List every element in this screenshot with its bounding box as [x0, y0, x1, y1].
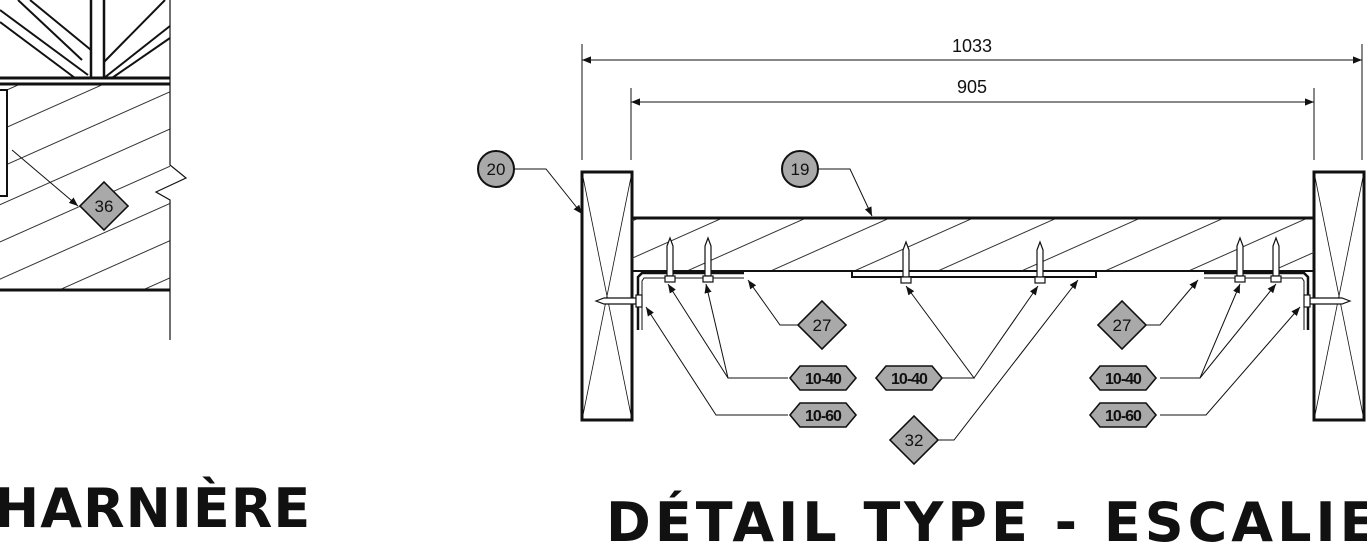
stringer-screws [594, 294, 1352, 308]
screw [1270, 236, 1282, 283]
tag-10-40-left-label: 10-40 [805, 371, 842, 388]
tag-10-40-right-label: 10-40 [1105, 371, 1142, 388]
tag-27-right: 27 [1096, 299, 1148, 351]
callout-20-label: 20 [487, 160, 506, 179]
construction-detail-drawing: 36 1033 905 [0, 0, 1366, 466]
callout-19: 19 [781, 150, 819, 188]
centre-plate [851, 270, 1097, 278]
leader-lines [514, 168, 1301, 441]
timber-block-hatch [0, 84, 170, 290]
dimension-1033 [581, 44, 1363, 160]
tag-36-label: 36 [95, 197, 114, 216]
truss-framing [0, 0, 171, 80]
dimension-905 [630, 88, 1315, 160]
dimension-905-label: 905 [957, 77, 987, 97]
screw [664, 236, 676, 283]
left-hinge-detail [0, 0, 188, 340]
tag-27-left-label: 27 [813, 316, 832, 335]
left-detail-title: HARNIÈRE [0, 477, 312, 540]
tag-32: 32 [888, 414, 940, 466]
tag-10-40-right: 10-40 [1088, 365, 1158, 391]
tag-10-60-right: 10-60 [1088, 402, 1158, 428]
tag-27-right-label: 27 [1113, 316, 1132, 335]
callout-20: 20 [477, 150, 515, 188]
stair-tread [632, 216, 1314, 272]
tag-10-40-mid: 10-40 [874, 365, 944, 391]
screw [1234, 236, 1246, 283]
tag-10-40-mid-label: 10-40 [891, 371, 928, 388]
tread-screws [664, 236, 1282, 284]
callout-19-label: 19 [791, 160, 810, 179]
tag-32-label: 32 [905, 431, 924, 450]
right-detail-title: DÉTAIL TYPE - ESCALIER [606, 491, 1367, 554]
tag-10-40-left: 10-40 [788, 365, 858, 391]
screw [900, 240, 912, 284]
tag-10-60-right-label: 10-60 [1105, 408, 1142, 425]
tag-27-left: 27 [796, 299, 848, 351]
tag-10-60-left: 10-60 [788, 402, 858, 428]
left-stringer [580, 170, 634, 422]
dimension-1033-label: 1033 [952, 36, 992, 56]
left-angle-bracket [636, 271, 744, 330]
tag-10-60-left-label: 10-60 [805, 408, 842, 425]
screw [594, 297, 637, 305]
screw [1034, 240, 1046, 284]
tag-36: 36 [78, 180, 130, 232]
right-stringer [1312, 170, 1366, 422]
right-angle-bracket [1204, 271, 1310, 330]
screw [702, 236, 714, 283]
break-line [154, 0, 188, 340]
screw [1309, 297, 1352, 305]
